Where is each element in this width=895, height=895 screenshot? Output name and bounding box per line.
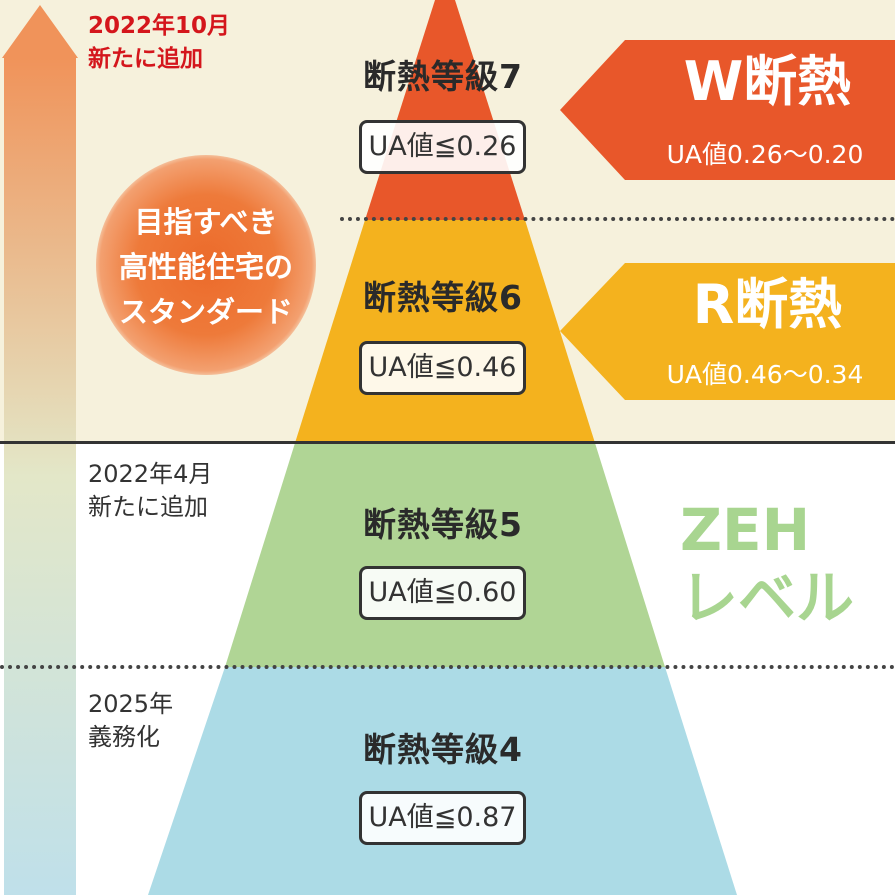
divider-solid: [0, 441, 895, 444]
note-2022-apr: 2022年4月 新たに追加: [88, 458, 212, 524]
note-top-line1: 2022年10月: [88, 13, 231, 39]
level-7-title: 断熱等級7: [363, 57, 523, 96]
r-insulation-banner: [560, 263, 895, 400]
pyramid-level-7: [365, 0, 525, 220]
level-6-title: 断熱等級6: [363, 278, 523, 317]
circle-line3: スタンダード: [118, 295, 293, 329]
divider-dotted-upper: [340, 217, 895, 221]
circle-line1: 目指すべき: [134, 205, 278, 239]
r-insulation-ua: UA値0.46〜0.34: [666, 360, 864, 389]
arrow-head: [2, 5, 78, 58]
note-bottom-line1: 2025年: [88, 690, 174, 718]
note-mid-line2: 新たに追加: [88, 493, 208, 521]
note-2022-oct: 2022年10月 新たに追加: [88, 10, 230, 76]
w-insulation-title: W断熱: [683, 50, 852, 113]
zeh-level-label: レベル: [680, 564, 855, 632]
level-5-ua-box: UA値≦0.60: [359, 566, 526, 620]
arrow-shaft: [4, 58, 76, 895]
standard-circle-text: 目指すべき 高性能住宅の スタンダード: [96, 200, 316, 335]
level-7-ua-box: UA値≦0.26: [359, 120, 526, 174]
note-bottom-line2: 義務化: [88, 723, 160, 751]
w-insulation-banner: [560, 40, 895, 180]
divider-dotted-lower: [0, 665, 895, 669]
level-4-ua-box: UA値≦0.87: [359, 791, 526, 845]
note-mid-line1: 2022年4月: [88, 460, 213, 488]
level-5-title: 断熱等級5: [363, 505, 523, 544]
w-insulation-ua: UA値0.26〜0.20: [666, 140, 864, 169]
pyramid-level-4: [148, 667, 737, 895]
level-4-title: 断熱等級4: [363, 730, 523, 769]
standard-circle: [96, 155, 316, 375]
pyramid-level-6: [295, 220, 595, 443]
note-2025: 2025年 義務化: [88, 688, 173, 754]
level-6-ua-box: UA値≦0.46: [359, 341, 526, 395]
r-insulation-title: R断熱: [692, 273, 843, 336]
note-top-line2: 新たに追加: [88, 46, 203, 72]
circle-line2: 高性能住宅の: [118, 250, 293, 284]
zeh-label: ZEH: [680, 496, 811, 564]
pyramid-level-5: [225, 443, 665, 667]
